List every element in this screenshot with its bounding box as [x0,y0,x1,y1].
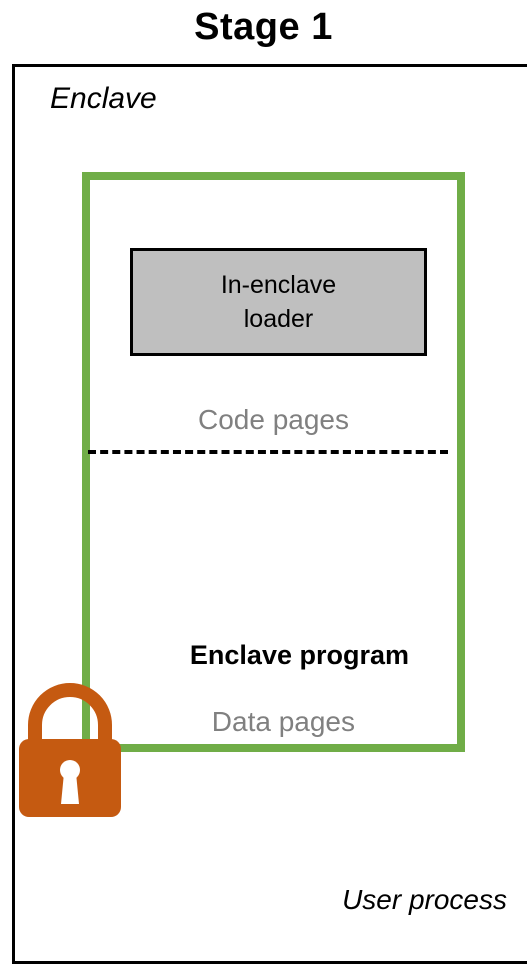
user-process-label: User process [342,884,507,915]
padlock-keyhole-slot [61,773,79,804]
in-enclave-loader-label: In-enclave loader [220,270,337,334]
code-data-divider [88,450,448,454]
enclave-label: Enclave [50,82,157,115]
padlock-shackle [28,683,112,743]
in-enclave-loader-box: In-enclave loader [130,248,427,356]
stage-title: Stage 1 [194,6,333,48]
padlock-icon [19,683,121,817]
enclave-program-region [82,172,465,752]
code-pages-label: Code pages [197,404,349,435]
enclave-program-label: Enclave program [189,640,409,670]
data-pages-label: Data pages [211,706,355,737]
